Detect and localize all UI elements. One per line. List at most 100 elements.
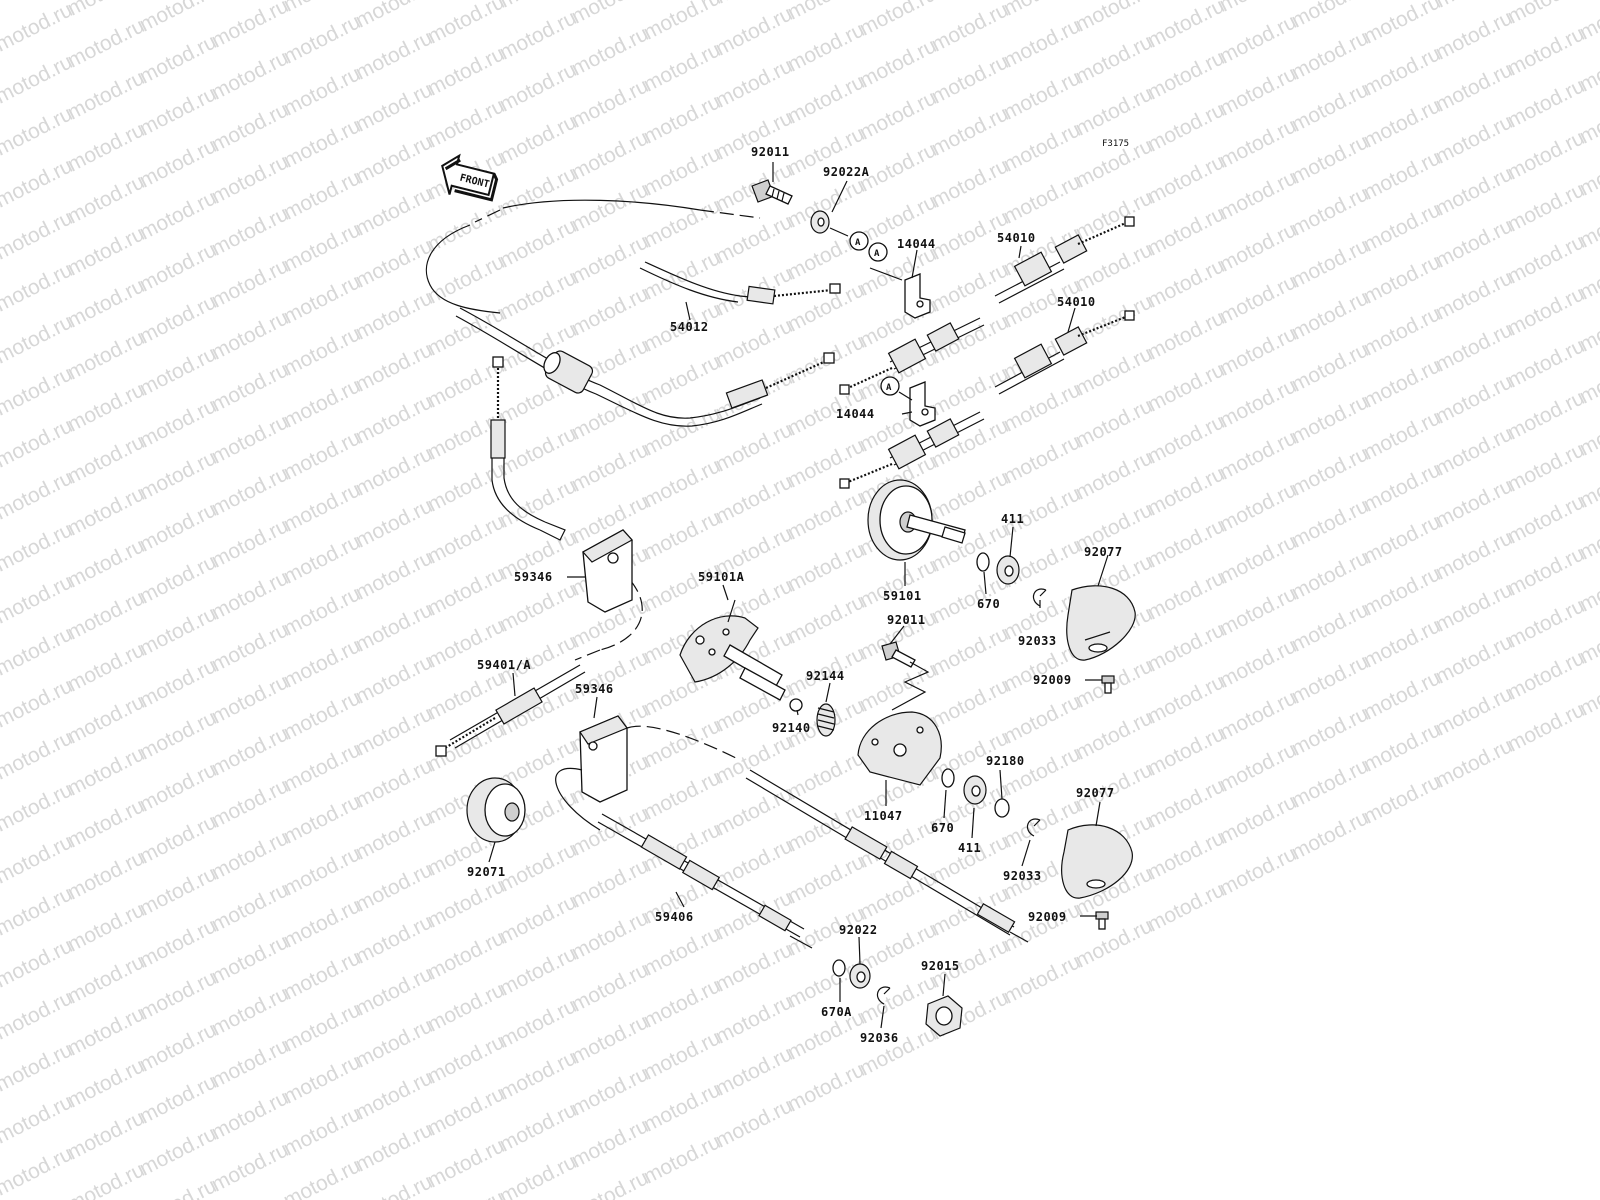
watermark-text: motod.ru (136, 498, 220, 556)
watermark-text: motod.ru (64, 898, 148, 956)
watermark-text: motod.ru (64, 14, 148, 72)
watermark-text: motod.ru (640, 1026, 724, 1084)
callout-label: 92036 (860, 1031, 899, 1045)
watermark-text: motod.ru (1360, 42, 1444, 100)
watermark-text: motod.ru (1432, 526, 1516, 584)
watermark-text: motod.ru (0, 986, 76, 1044)
watermark-text: motod.ru (136, 654, 220, 712)
bracket-14044-upper (904, 273, 931, 319)
watermark-text: motod.ru (0, 1090, 76, 1148)
watermark-text: motod.ru (0, 1038, 76, 1096)
watermark-text: motod.ru (640, 1078, 724, 1136)
watermark-text: motod.ru (496, 1046, 580, 1104)
watermark-text: motod.ru (1144, 670, 1228, 728)
watermark-text: motod.ru (352, 702, 436, 760)
watermark-text: motod.ru (712, 314, 796, 372)
watermark-text: motod.ru (1360, 458, 1444, 516)
watermark-text: motod.ru (856, 34, 940, 92)
watermark-text: motod.ru (352, 754, 436, 812)
watermark-text: motod.ru (1216, 686, 1300, 744)
watermark-text: motod.ru (352, 78, 436, 136)
watermark-text: motod.ru (712, 730, 796, 788)
watermark-text: motod.ru (424, 926, 508, 984)
watermark-text: motod.ru (640, 454, 724, 512)
watermark-text: motod.ru (352, 1118, 436, 1176)
callout-label: 92071 (467, 865, 506, 879)
watermark-text: motod.ru (784, 850, 868, 908)
watermark-text: motod.ru (928, 362, 1012, 420)
watermark-text: motod.ru (352, 494, 436, 552)
o-ring-670-lower (941, 768, 955, 788)
callout-label: 92022A (823, 165, 870, 179)
watermark-text: motod.ru (712, 2, 796, 60)
watermark-text: motod.ru (208, 514, 292, 572)
watermark-text: motod.ru (712, 210, 796, 268)
watermark-text: motod.ru (1432, 6, 1516, 64)
nut-92015 (925, 995, 963, 1037)
watermark-text: motod.ru (64, 690, 148, 748)
clip-92033-upper (1032, 588, 1047, 607)
watermark-text: motod.ru (1216, 62, 1300, 120)
watermark-text: motod.ru (1432, 110, 1516, 168)
watermark-text: motod.ru (1432, 422, 1516, 480)
watermark-text: motod.ru (0, 830, 76, 888)
watermark-text: motod.ru (280, 790, 364, 848)
callout-label: 59406 (655, 910, 694, 924)
svg-text:A: A (874, 249, 880, 259)
watermark-text: motod.ru (1432, 630, 1516, 688)
watermark-text: motod.ru (568, 1010, 652, 1068)
watermark-text: motod.ru (1072, 82, 1156, 140)
watermark-text: motod.ru (280, 322, 364, 380)
watermark-text: motod.ru (280, 634, 364, 692)
watermark-text: motod.ru (928, 674, 1012, 732)
callout-label: 54012 (670, 320, 709, 334)
watermark-text: motod.ru (496, 994, 580, 1052)
watermark-text: motod.ru (496, 110, 580, 168)
watermark-text: motod.ru (424, 94, 508, 152)
watermark-text: motod.ru (64, 222, 148, 280)
callout-label: 92144 (806, 669, 845, 683)
watermark-text: motod.ru (1504, 438, 1588, 496)
watermark-text: motod.ru (1072, 342, 1156, 400)
front-arrow-icon: FRONT (441, 153, 499, 202)
watermark-text: motod.ru (352, 390, 436, 448)
watermark-text: motod.ru (1504, 74, 1588, 132)
watermark-text: motod.ru (280, 62, 364, 120)
watermark-text: motod.ru (640, 714, 724, 772)
watermark-text: motod.ru (1216, 530, 1300, 588)
watermark-text: motod.ru (640, 142, 724, 200)
watermark-text: motod.ru (1288, 338, 1372, 396)
watermark-text: motod.ru (496, 58, 580, 116)
watermark-text: motod.ru (496, 266, 580, 324)
watermark-text: motod.ru (1288, 494, 1372, 552)
watermark-text: motod.ru (568, 438, 652, 496)
svg-text:A: A (886, 383, 892, 393)
watermark-text: motod.ru (640, 350, 724, 408)
watermark-text: motod.ru (208, 982, 292, 1040)
watermark-text: motod.ru (496, 162, 580, 220)
watermark-text: motod.ru (784, 70, 868, 128)
watermark-text: motod.ru (64, 66, 148, 124)
callout-label: 59101 (883, 589, 922, 603)
watermark-text: motod.ru (64, 1158, 148, 1200)
watermark-text: motod.ru (640, 558, 724, 616)
watermark-text: motod.ru (1504, 178, 1588, 236)
watermark-text: motod.ru (496, 474, 580, 532)
watermark-text: motod.ru (208, 670, 292, 728)
watermark-text: motod.ru (1288, 754, 1372, 812)
watermark-text: motod.ru (0, 102, 76, 160)
cables-54010 (839, 216, 1135, 489)
watermark-text: motod.ru (280, 10, 364, 68)
watermark-text: motod.ru (496, 1150, 580, 1200)
watermark-text: motod.ru (1288, 130, 1372, 188)
watermark-text: motod.ru (208, 1138, 292, 1196)
watermark-text: motod.ru (1360, 770, 1444, 828)
watermark-text: motod.ru (136, 134, 220, 192)
watermark-text: motod.ru (928, 50, 1012, 108)
leader-lines (488, 162, 1109, 1029)
watermark-text: motod.ru (784, 746, 868, 804)
watermark-text: motod.ru (136, 862, 220, 920)
watermark-text: motod.ru (1216, 790, 1300, 848)
watermark-text: motod.ru (352, 858, 436, 916)
watermark-text: motod.ru (784, 538, 868, 596)
